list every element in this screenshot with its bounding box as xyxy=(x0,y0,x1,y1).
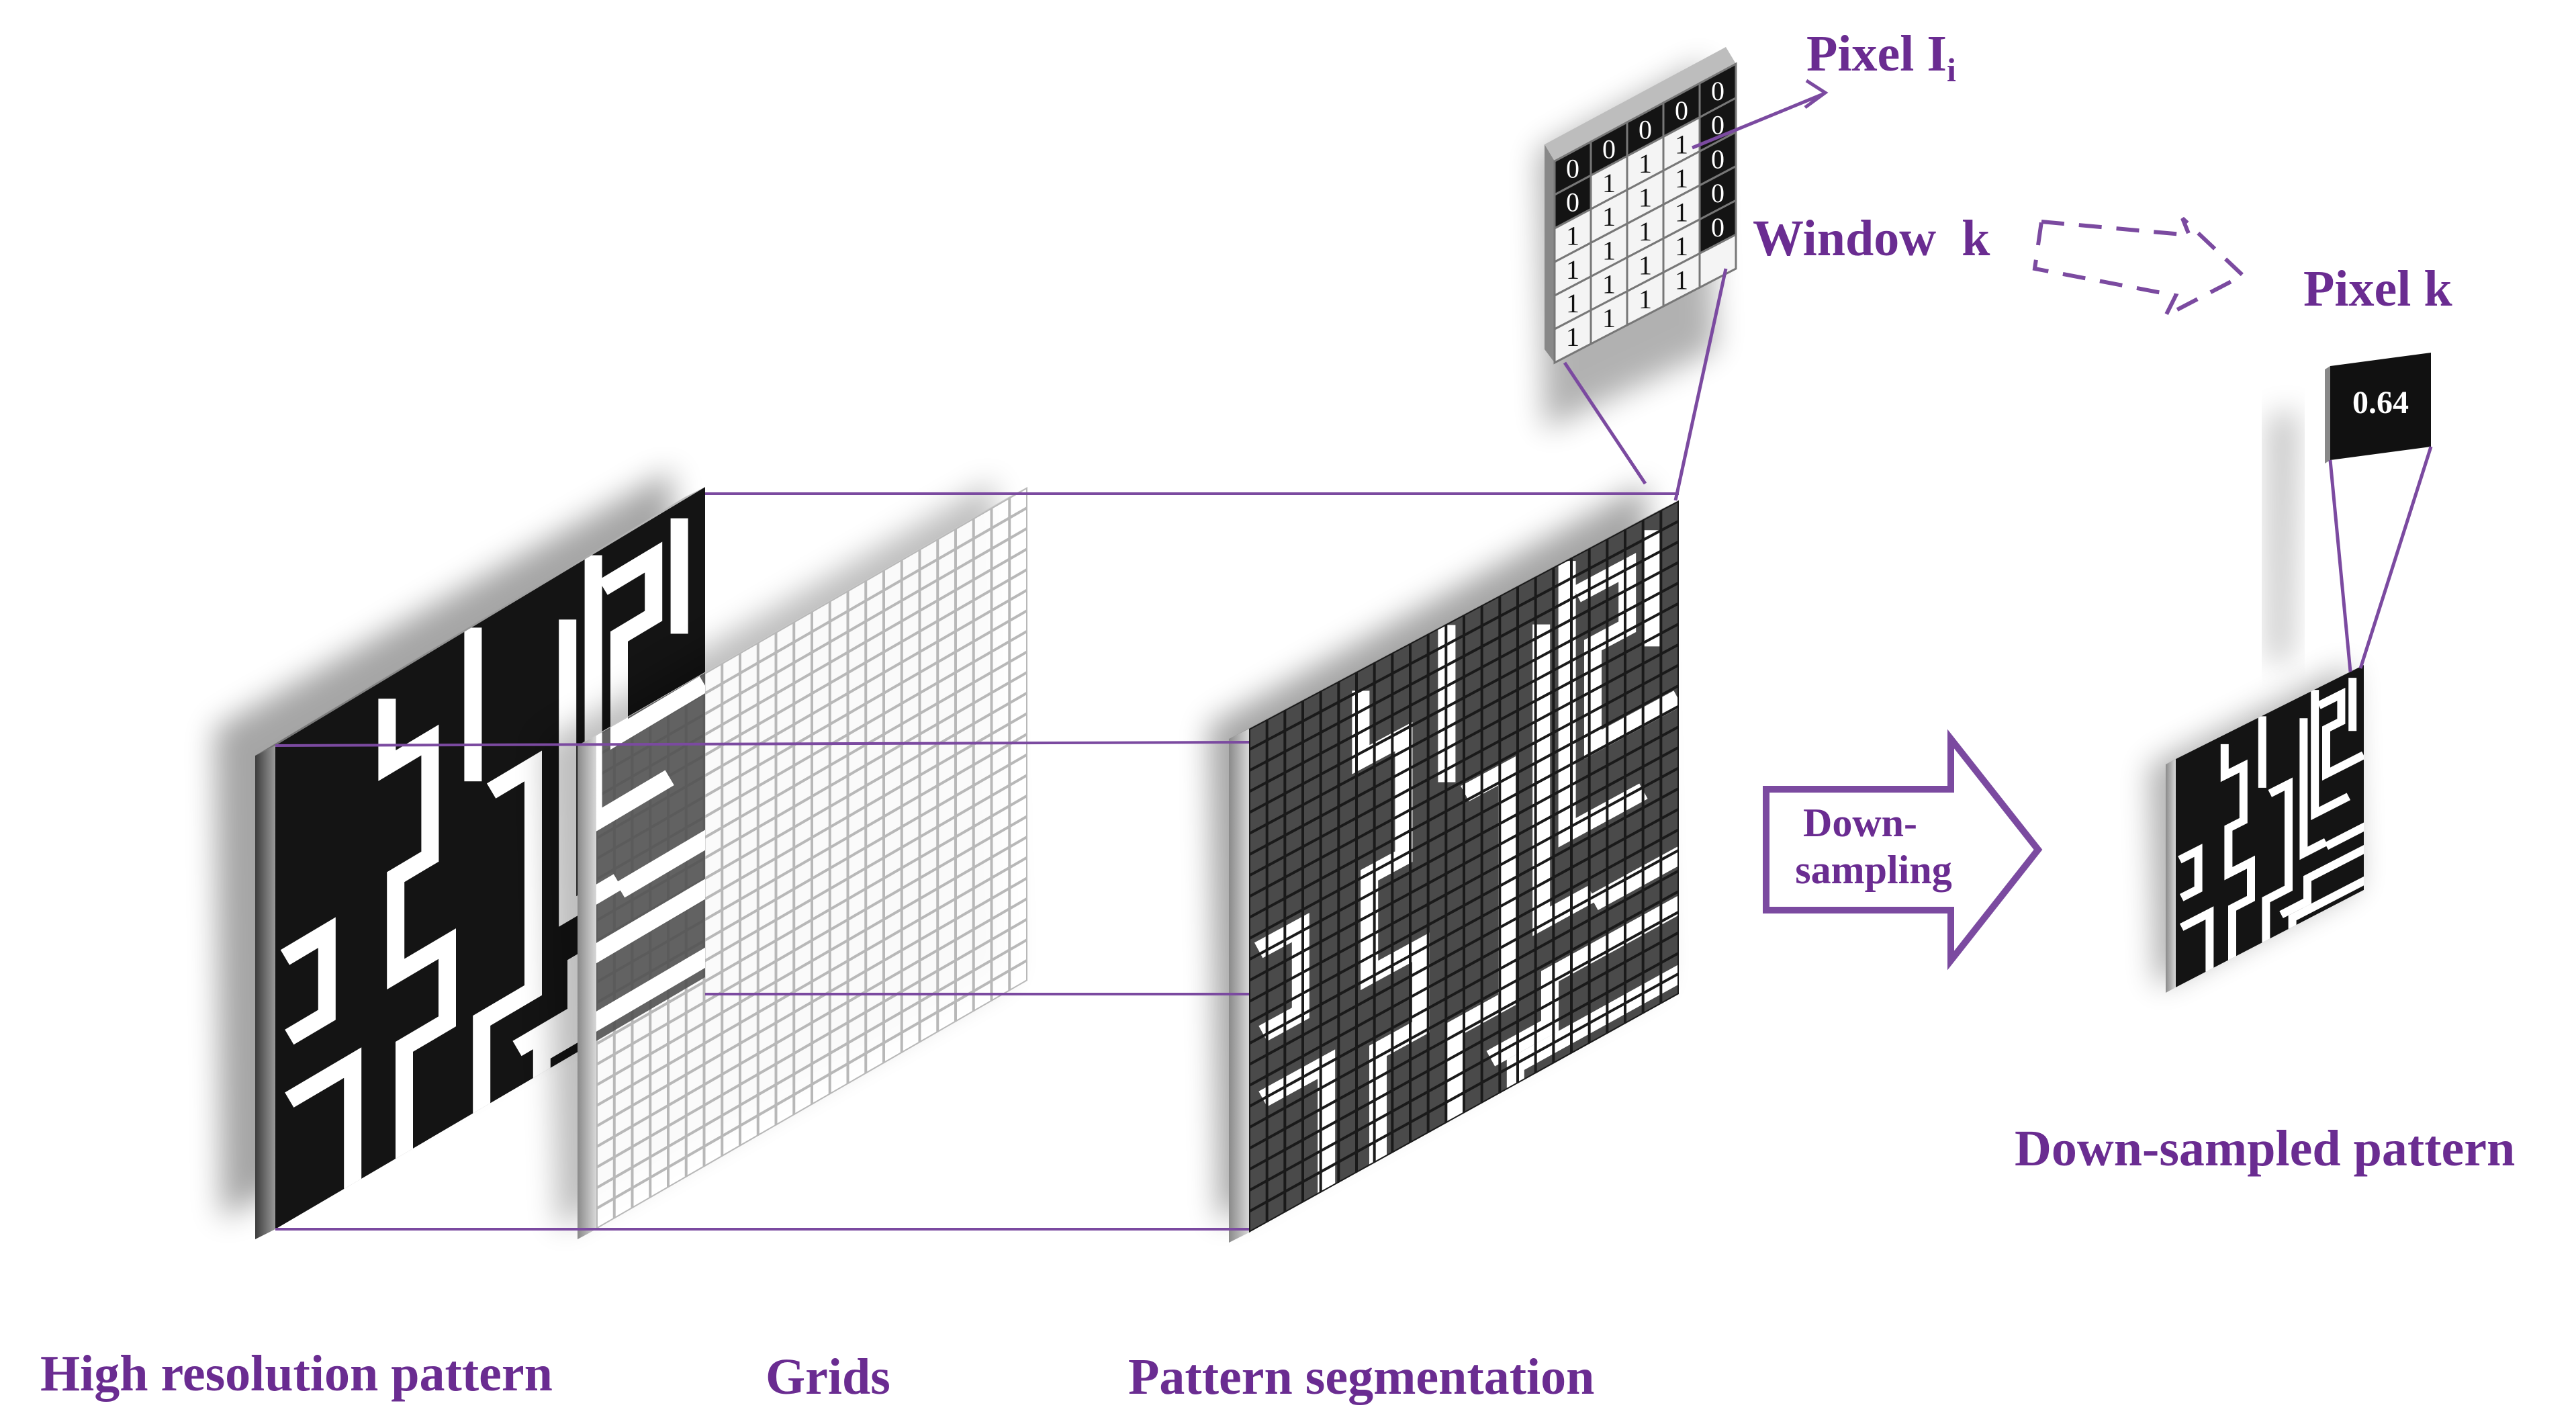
window-cell-value: 1 xyxy=(1675,265,1688,296)
pattern-stroke xyxy=(1486,888,1679,1067)
pattern-stroke xyxy=(1590,839,1679,910)
pattern-stroke xyxy=(2262,777,2293,950)
window-cell-value: 0 xyxy=(1639,115,1652,145)
window-cell-value: 1 xyxy=(1639,148,1652,179)
window-cell-value: 0 xyxy=(1602,134,1616,165)
window-cell-value: 1 xyxy=(1566,288,1579,318)
window-cell-value: 1 xyxy=(1566,221,1579,251)
pattern-stroke xyxy=(378,699,456,1172)
pattern-stroke xyxy=(2317,687,2364,781)
label-grids: Grids xyxy=(766,1349,890,1405)
label-down-sampled: Down-sampled pattern xyxy=(2015,1120,2515,1177)
down-sampled-pattern: 0.64 xyxy=(2149,353,2433,993)
window-cell-value: 1 xyxy=(1602,269,1616,300)
window-cell xyxy=(1698,232,1737,289)
layer-connectors xyxy=(275,492,1679,1231)
pattern-stroke xyxy=(596,555,674,838)
pattern-stroke xyxy=(596,940,705,1092)
window-cell-value: 1 xyxy=(1675,163,1688,193)
pixel-i-pointer xyxy=(1692,92,1824,150)
grid-line xyxy=(1249,910,1679,1150)
pattern-stroke xyxy=(1558,561,1648,848)
pixel-k-box xyxy=(2330,353,2431,460)
pattern-stroke xyxy=(2324,819,2364,850)
window-cell-value: 0 xyxy=(1566,154,1579,184)
window-cell-value: 1 xyxy=(1566,255,1579,285)
window-cell-value: 1 xyxy=(1675,129,1688,159)
pixel-i-label: Pixel Ii xyxy=(1806,26,1956,89)
pattern-stroke xyxy=(2179,906,2214,979)
grid-line xyxy=(596,958,1027,1210)
window-cell-value: 1 xyxy=(1602,303,1616,333)
pattern-stroke xyxy=(615,823,705,898)
window-cell-value: 0 xyxy=(1711,178,1724,208)
window-cell-value: 1 xyxy=(1639,250,1652,280)
pattern-stroke xyxy=(2178,844,2203,901)
pattern-stroke xyxy=(1446,756,1516,1137)
arrow-label-line1: Down- xyxy=(1803,801,1917,845)
window-cell-value: 1 xyxy=(1675,197,1688,228)
window-cell-value: 0 xyxy=(1711,144,1724,174)
window-cell-value: 1 xyxy=(1639,284,1652,314)
label-segmentation: Pattern segmentation xyxy=(1128,1349,1594,1405)
window-cell-value: 1 xyxy=(1602,202,1616,232)
pattern-stroke xyxy=(2279,842,2364,919)
pixel-k-value: 0.64 xyxy=(2352,385,2409,420)
label-high-resolution: High resolution pattern xyxy=(40,1345,553,1402)
pattern-segmentation xyxy=(1209,484,1679,1243)
pattern-stroke xyxy=(2311,690,2351,821)
grid-line xyxy=(596,897,1027,1149)
pattern-stroke xyxy=(596,872,705,1057)
grid-line xyxy=(596,918,1027,1169)
dashed-arrow xyxy=(2032,216,2247,320)
pattern-stroke xyxy=(473,750,542,1127)
window-k-label: Window k xyxy=(1753,210,1990,267)
window-cell-value: 0 xyxy=(1711,76,1724,106)
grid-line xyxy=(1249,972,1679,1213)
pattern-stroke xyxy=(1352,690,1430,1180)
pattern-stroke xyxy=(285,1047,362,1202)
pattern-stroke xyxy=(2299,718,2328,860)
window-cell-value: 1 xyxy=(1602,168,1616,198)
pattern-stroke xyxy=(1572,553,1679,760)
down-sampling-arrow: Down- sampling xyxy=(1763,729,2043,971)
window-cell-value: 1 xyxy=(1639,216,1652,247)
window-cell-value: 1 xyxy=(1639,183,1652,213)
pattern-stroke xyxy=(280,917,336,1045)
grid-line xyxy=(596,938,1027,1190)
grid-line xyxy=(1249,951,1679,1192)
pattern-stroke xyxy=(2220,744,2255,967)
arrow-label-line2: sampling xyxy=(1795,848,1951,892)
window-cell-value: 0 xyxy=(1675,95,1688,126)
grid-line xyxy=(1249,931,1679,1171)
window-cell-value: 1 xyxy=(1675,231,1688,261)
window-cell-value: 0 xyxy=(1711,110,1724,140)
window-cell-value: 1 xyxy=(1602,235,1616,265)
window-cell-value: 0 xyxy=(1711,212,1724,242)
window-cell-value: 0 xyxy=(1566,187,1579,218)
window-cell-value: 1 xyxy=(1566,322,1579,352)
pattern-stroke xyxy=(1532,624,1596,936)
pixel-k-label: Pixel k xyxy=(2303,261,2452,317)
